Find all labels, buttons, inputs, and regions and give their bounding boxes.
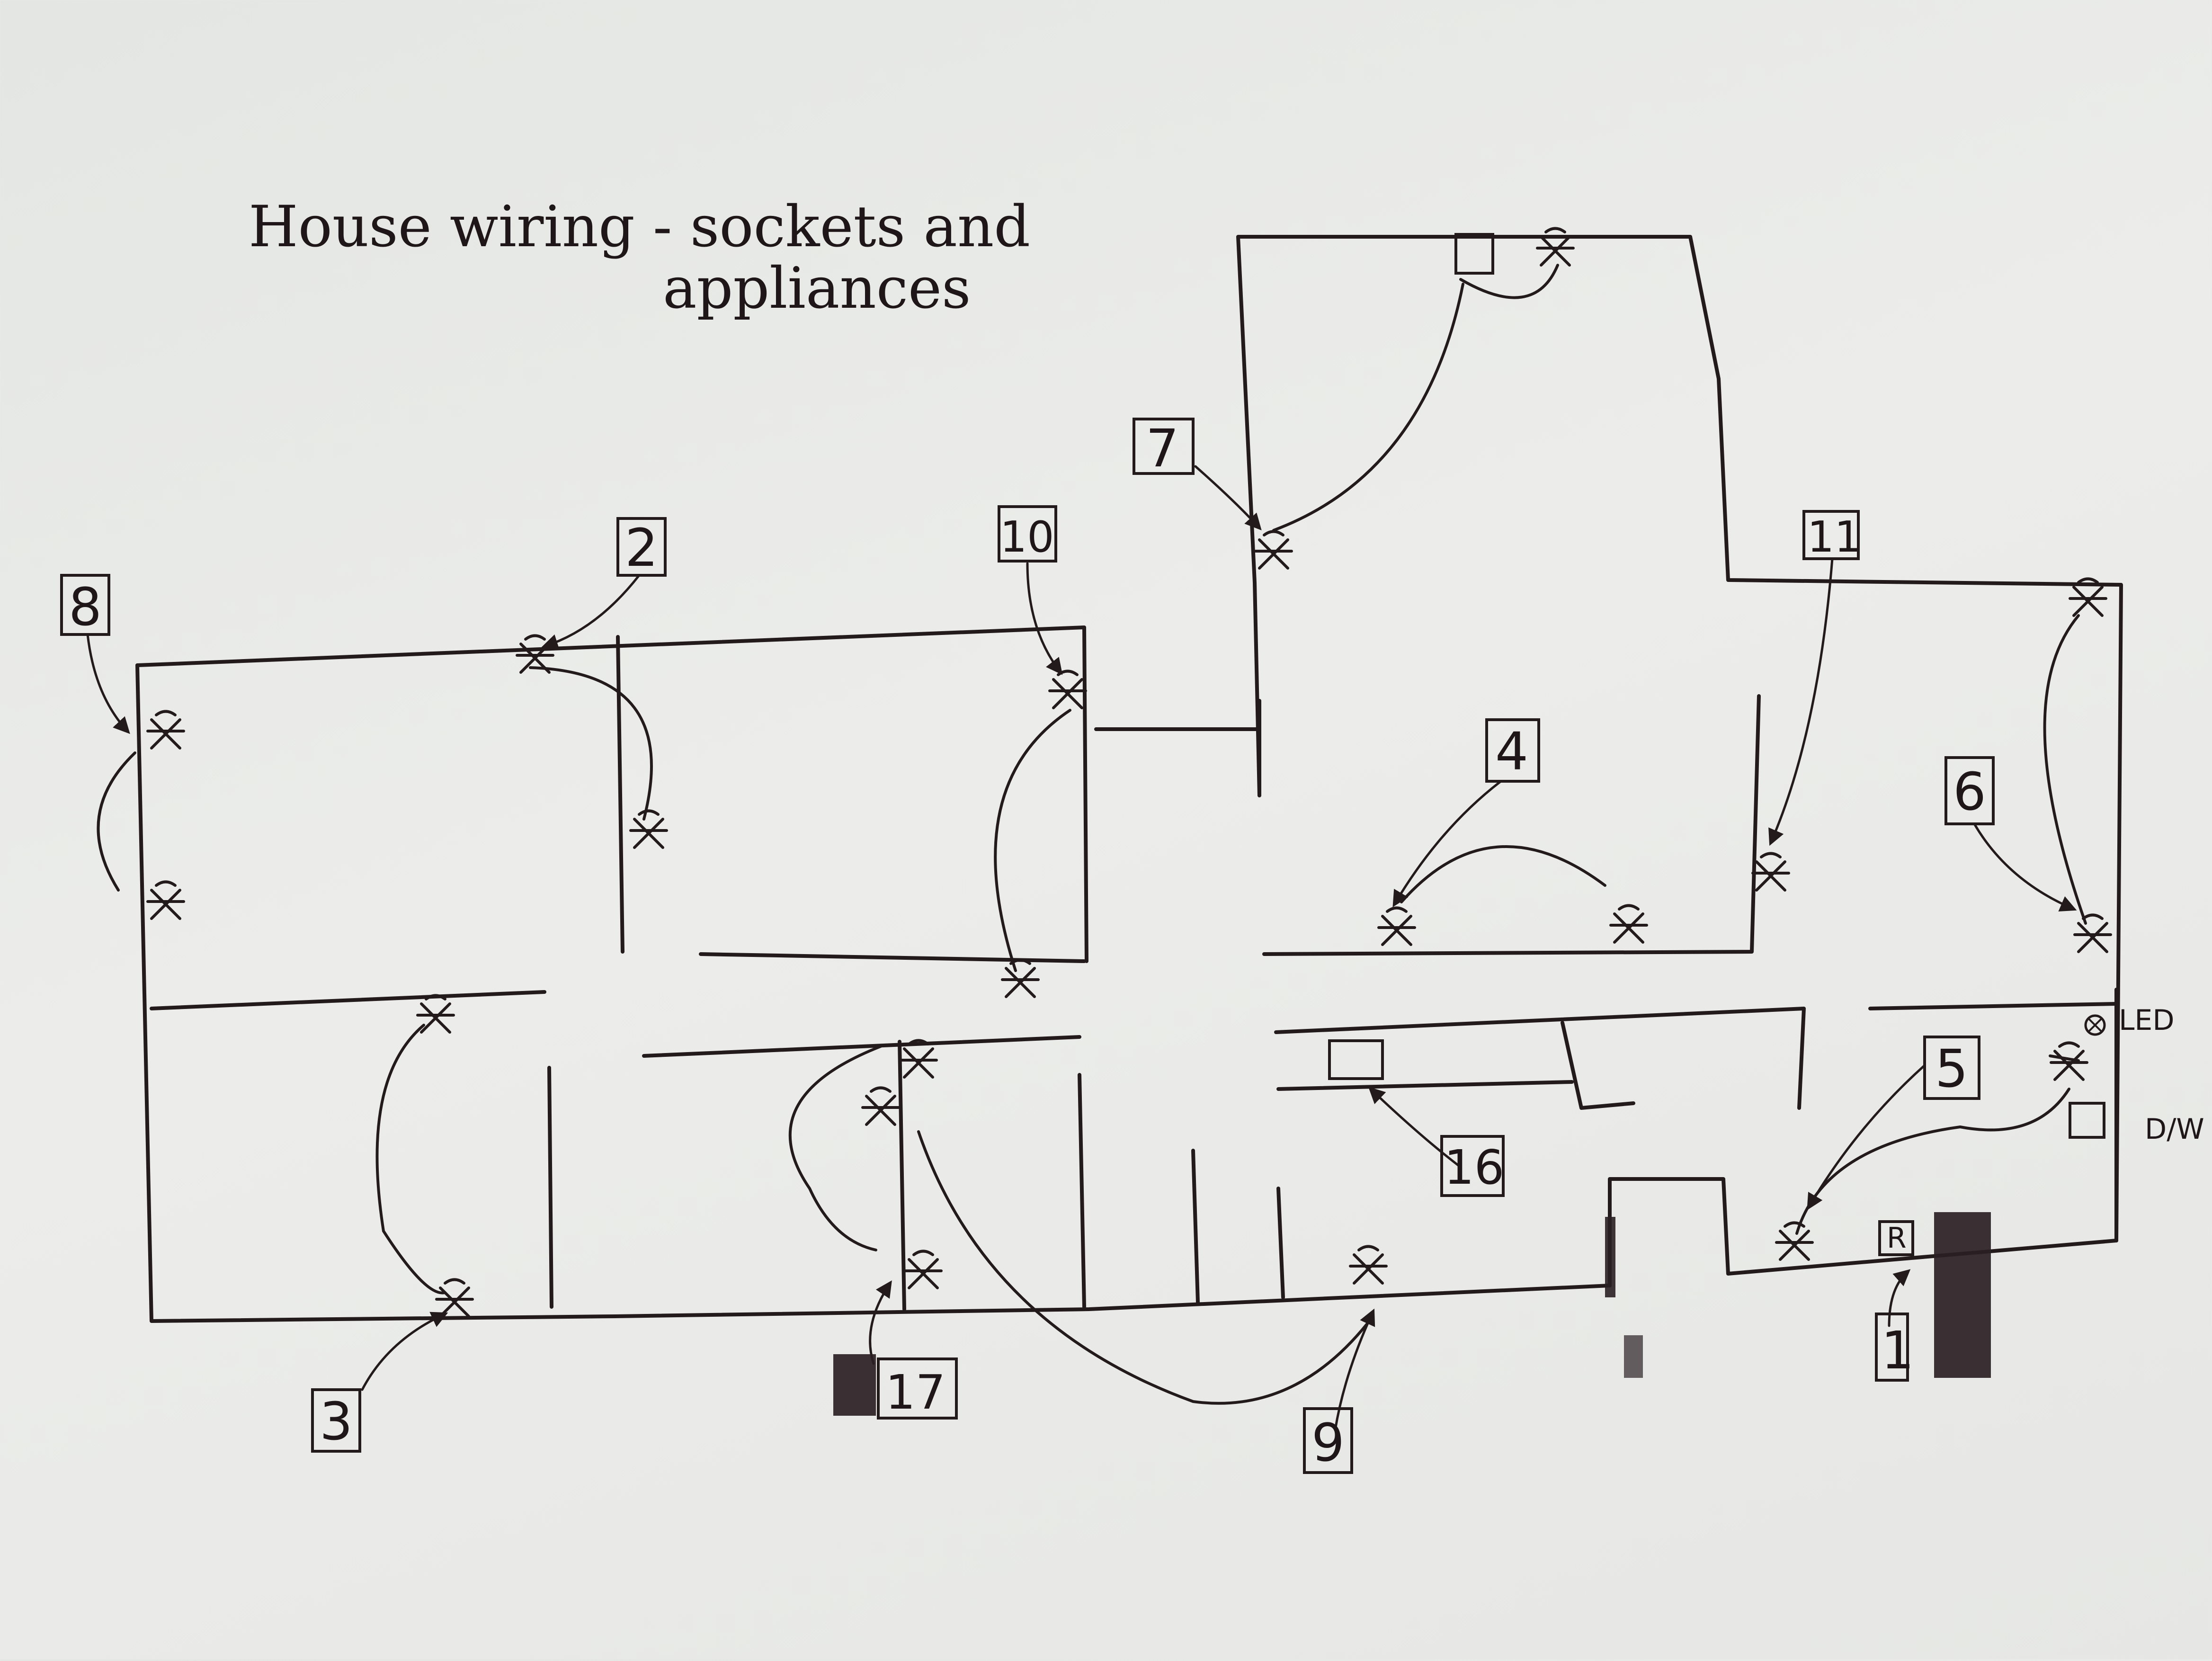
appliance-box-16 [1328,1039,1384,1080]
circuit-label-9: 9 [1311,1412,1345,1473]
led-label: LED [2119,1004,2175,1037]
socket-icon [1002,960,1038,997]
circuit-label-3: 3 [320,1391,353,1452]
circuit-label-11: 11 [1807,512,1862,562]
panel-scribble-left [833,1354,876,1416]
circuit-label-8: 8 [69,577,102,637]
socket-icon [2075,915,2111,952]
socket-icon [148,712,184,749]
circuit-label-17: 17 [885,1365,945,1420]
panel-scribble-right [1934,1212,1991,1378]
socket-icon [631,811,667,848]
circuit-box-3 [311,1388,361,1453]
r-label: R [1887,1222,1907,1255]
dishwasher-box [2069,1102,2105,1139]
socket-symbols [148,229,2111,1317]
circuit-label-10: 10 [1000,512,1054,562]
circuit-box-1 [1875,1313,1909,1382]
circuit-box-9 [1303,1407,1353,1474]
socket-icon [1611,906,1647,943]
circuit-label-6: 6 [1953,761,1986,822]
diagram-title-line1: House wiring - sockets and [249,194,1030,260]
diagram-title-line2: appliances [663,256,971,321]
label-pointers [86,465,2077,1431]
circuit-box-7 [1133,418,1195,475]
circuit-label-2: 2 [625,518,658,578]
circuit-box-6 [1944,756,1995,825]
socket-icon [1050,671,1086,708]
socket-icon [2051,1043,2087,1080]
led-icon [2084,1014,2106,1036]
floor-plan-walls [135,235,2123,1323]
circuit-labels: 1 2 3 4 5 6 7 8 9 10 11 16 17 [60,418,1995,1474]
socket-icon [863,1088,899,1125]
circuit-box-2 [616,517,667,577]
socket-icon [1537,229,1573,266]
circuit-box-11 [1802,510,1860,560]
circuit-box-17 [877,1357,958,1420]
r-box [1878,1220,1914,1256]
circuit-box-5 [1923,1036,1980,1100]
circuit-box-16 [1440,1135,1505,1197]
socket-icon [1256,532,1292,569]
socket-icon [1379,908,1415,945]
circuit-label-5: 5 [1935,1038,1968,1099]
socket-icon [905,1251,941,1288]
circuit-label-16: 16 [1444,1140,1504,1195]
socket-icon [1350,1247,1386,1284]
circuit-label-7: 7 [1146,418,1179,479]
socket-icon [1753,854,1789,891]
socket-icon [437,1280,473,1317]
circuit-box-8 [60,574,110,636]
appliance-box-top-room [1454,233,1494,275]
socket-icon [1776,1223,1812,1260]
circuit-label-1: 1 [1881,1320,1914,1381]
circuit-box-10 [998,505,1057,563]
dishwasher-label: D/W [2145,1113,2204,1146]
circuit-box-4 [1485,718,1540,783]
socket-icon [148,882,184,919]
circuit-wires [97,264,2087,1405]
scribbled-panels [833,1212,1991,1416]
circuit-label-4: 4 [1495,721,1528,782]
